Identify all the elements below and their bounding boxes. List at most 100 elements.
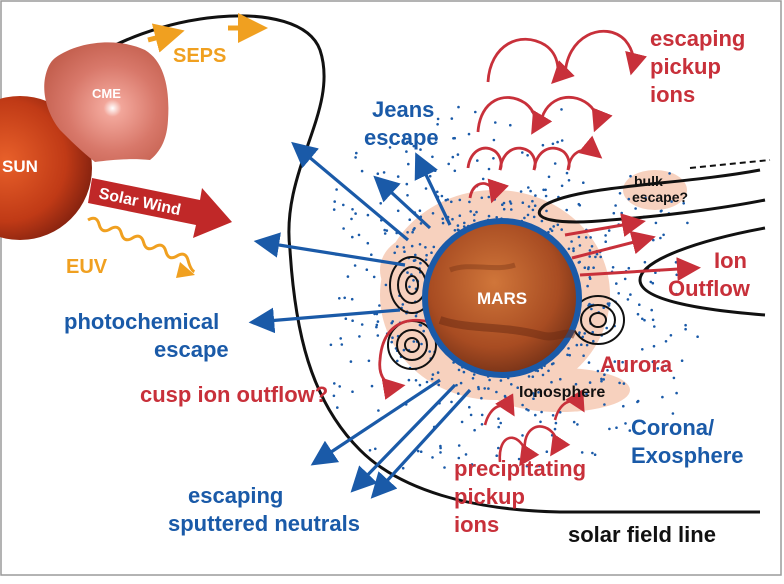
particle-dot bbox=[552, 362, 555, 365]
particle-dot bbox=[634, 207, 637, 210]
precipitating-label-2: pickup bbox=[454, 484, 525, 509]
particle-dot bbox=[553, 162, 557, 165]
jeans-escape-label-1: Jeans bbox=[372, 97, 434, 122]
particle-dot bbox=[588, 255, 591, 258]
particle-dot bbox=[617, 292, 620, 295]
particle-dot bbox=[556, 223, 560, 227]
particle-dot bbox=[526, 213, 530, 217]
particle-dot bbox=[346, 275, 350, 278]
ion-outflow-arrows bbox=[564, 213, 701, 282]
particle-dot bbox=[682, 202, 685, 205]
particle-dot bbox=[384, 283, 388, 287]
particle-dot bbox=[469, 210, 473, 213]
particle-dot bbox=[652, 344, 656, 348]
particle-dot bbox=[343, 296, 347, 300]
particle-dot bbox=[653, 325, 656, 328]
particle-dot bbox=[531, 199, 534, 203]
particle-dot bbox=[476, 159, 479, 162]
particle-dot bbox=[580, 451, 584, 454]
ion-outflow-label-1: Ion bbox=[714, 248, 747, 273]
particle-dot bbox=[471, 377, 475, 380]
particle-dot bbox=[558, 411, 562, 414]
particle-dot bbox=[615, 426, 618, 430]
particle-dot bbox=[501, 203, 504, 206]
particle-dot bbox=[664, 340, 668, 343]
particle-dot bbox=[550, 229, 554, 233]
particle-dot bbox=[487, 214, 491, 218]
particle-dot bbox=[527, 409, 530, 412]
particle-dot bbox=[533, 204, 537, 207]
particle-dot bbox=[584, 236, 588, 239]
particle-dot bbox=[621, 360, 624, 364]
particle-dot bbox=[521, 201, 525, 204]
particle-dot bbox=[654, 271, 657, 275]
particle-dot bbox=[567, 247, 571, 251]
particle-dot bbox=[521, 434, 524, 437]
particle-dot bbox=[659, 236, 662, 240]
particle-dot bbox=[450, 200, 453, 204]
particle-dot bbox=[521, 151, 524, 154]
particle-dot bbox=[459, 381, 463, 385]
particle-dot bbox=[441, 221, 445, 225]
particle-dot bbox=[450, 400, 453, 404]
particle-dot bbox=[587, 361, 591, 364]
particle-dot bbox=[599, 255, 602, 259]
particle-dot bbox=[636, 312, 640, 316]
particle-dot bbox=[474, 110, 477, 114]
particle-dot bbox=[629, 174, 632, 178]
particle-dot bbox=[590, 245, 594, 248]
particle-dot bbox=[493, 198, 497, 201]
particle-dot bbox=[540, 219, 544, 223]
particle-dot bbox=[412, 340, 416, 343]
particle-dot bbox=[360, 323, 364, 326]
particle-dot bbox=[336, 406, 339, 409]
particle-dot bbox=[469, 413, 473, 417]
particle-dot bbox=[383, 232, 387, 235]
particle-dot bbox=[475, 210, 478, 214]
particle-dot bbox=[390, 340, 394, 344]
particle-dot bbox=[382, 171, 386, 174]
particle-dot bbox=[406, 231, 409, 234]
particle-dot bbox=[413, 259, 417, 262]
particle-dot bbox=[675, 292, 678, 296]
particle-dot bbox=[424, 258, 428, 262]
particle-dot bbox=[590, 307, 593, 311]
particle-dot bbox=[408, 218, 412, 221]
particle-dot bbox=[418, 243, 422, 246]
solar-field-line-label: solar field line bbox=[568, 522, 716, 547]
particle-dot bbox=[568, 353, 571, 357]
particle-dot bbox=[662, 233, 665, 237]
particle-dot bbox=[365, 268, 369, 272]
particle-dot bbox=[670, 200, 673, 203]
particle-dot bbox=[545, 209, 548, 213]
particle-dot bbox=[457, 105, 460, 109]
particle-dot bbox=[595, 252, 599, 256]
bulk-escape-label-2: escape? bbox=[632, 189, 688, 205]
particle-dot bbox=[574, 382, 578, 386]
particle-dot bbox=[532, 397, 535, 401]
particle-dot bbox=[606, 369, 609, 372]
particle-dot bbox=[643, 260, 647, 264]
particle-dot bbox=[602, 378, 605, 381]
particle-dot bbox=[509, 123, 512, 127]
particle-dot bbox=[497, 446, 500, 450]
particle-dot bbox=[560, 139, 564, 142]
particle-dot bbox=[608, 427, 611, 431]
particle-dot bbox=[585, 343, 589, 347]
crustal-field-loops bbox=[387, 256, 625, 370]
particle-dot bbox=[613, 360, 617, 363]
particle-dot bbox=[577, 202, 581, 206]
particle-dot bbox=[333, 382, 336, 385]
particle-dot bbox=[600, 377, 603, 381]
particle-dot bbox=[575, 343, 579, 347]
particle-dot bbox=[378, 304, 381, 307]
particle-dot bbox=[626, 298, 630, 301]
particle-dot bbox=[405, 182, 409, 186]
particle-dot bbox=[376, 320, 380, 323]
particle-dot bbox=[374, 447, 377, 451]
particle-dot bbox=[537, 391, 540, 394]
particle-dot bbox=[588, 249, 592, 252]
particle-dot bbox=[551, 142, 555, 146]
particle-dot bbox=[605, 326, 608, 330]
particle-dot bbox=[495, 216, 499, 219]
